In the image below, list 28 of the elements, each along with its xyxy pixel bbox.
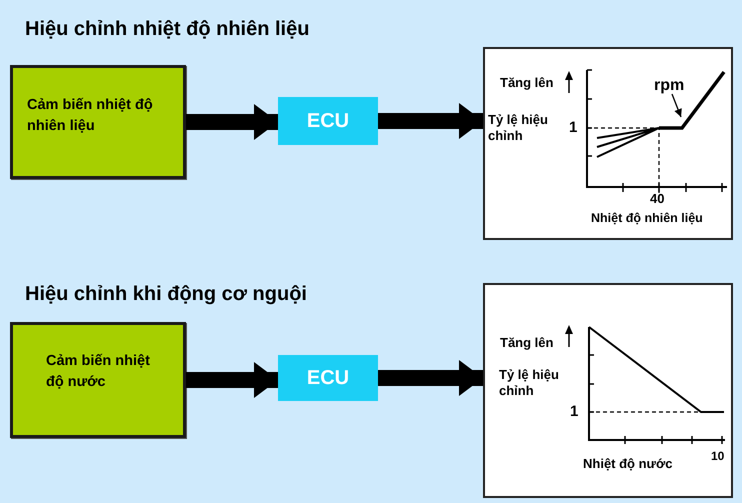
chart-label: 1 <box>569 120 578 136</box>
leader-arrow <box>671 94 682 118</box>
chart-panel <box>483 47 733 240</box>
chart-label: Nhiệt độ nước <box>583 456 672 472</box>
block-arrow <box>186 362 278 398</box>
chart-label: 40 <box>650 191 664 207</box>
chart-panel <box>483 283 733 498</box>
section-heading: Hiệu chỉnh nhiệt độ nhiên liệu <box>25 18 310 41</box>
chart-label: Tăng lên <box>500 335 554 351</box>
block-arrow <box>378 103 483 139</box>
chart-label: Tỷ lệ hiệu chỉnh <box>488 112 549 144</box>
ecu-label: ECU <box>306 110 350 132</box>
section-heading: Hiệu chỉnh khi động cơ nguội <box>25 283 307 306</box>
block-arrow <box>186 104 278 140</box>
sensor-box <box>10 65 186 179</box>
sensor-box <box>10 322 186 438</box>
ecu-box <box>278 97 378 145</box>
block-arrow <box>378 360 483 396</box>
chart-label: 1 <box>570 404 578 420</box>
chart-label: Tăng lên <box>500 75 554 91</box>
ecu-box <box>278 355 378 401</box>
chart-label: Nhiệt độ nhiên liệu <box>591 210 703 226</box>
sensor-label: Cảm biến nhiệt độ nước <box>46 352 151 392</box>
curve-label: rpm <box>654 78 684 94</box>
ecu-label: ECU <box>306 366 350 390</box>
chart-label: 10 <box>711 448 724 464</box>
chart-label: Tỷ lệ hiệu chỉnh <box>499 367 560 399</box>
sensor-label: Cảm biến nhiệt độ nhiên liệu <box>27 96 154 136</box>
